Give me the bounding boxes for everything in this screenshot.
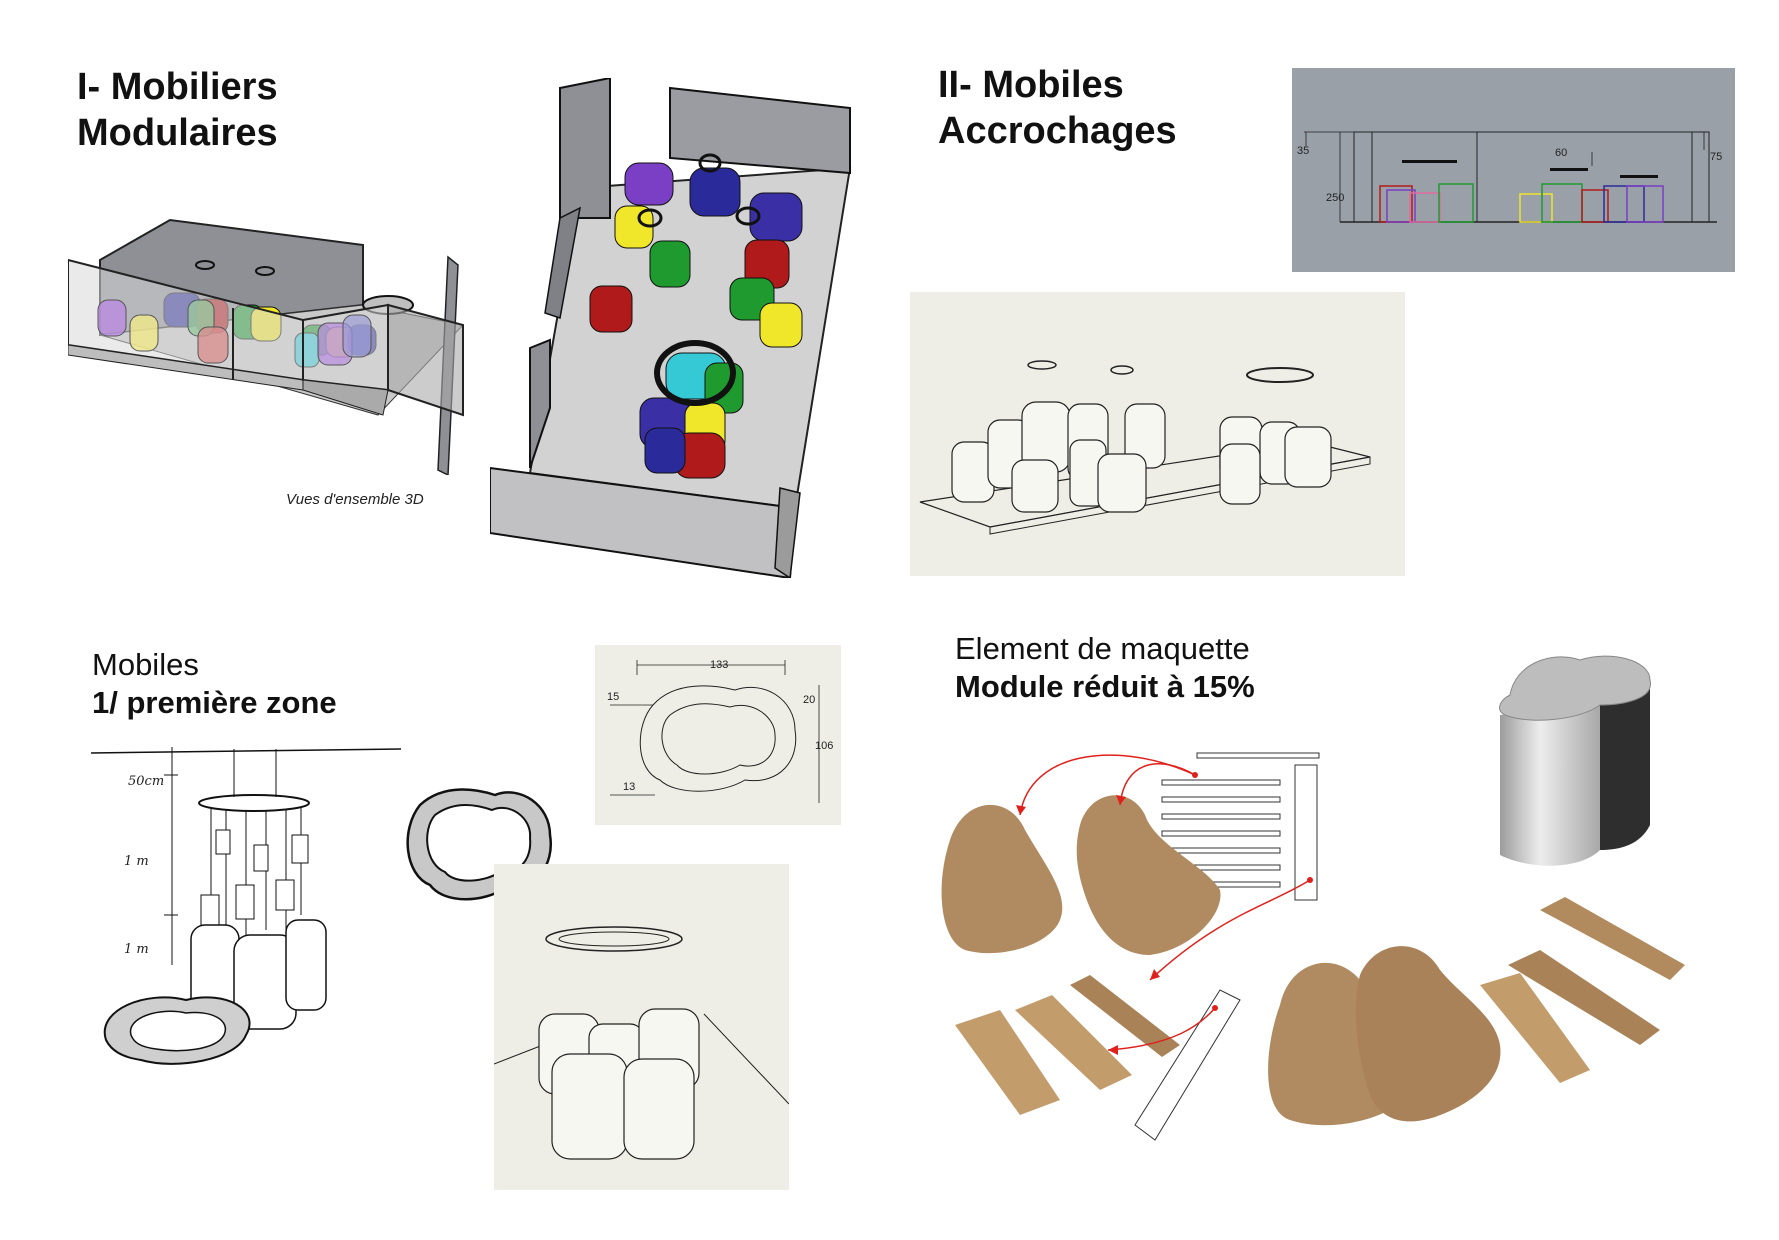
section4-title-line2: Module réduit à 15% xyxy=(955,669,1255,704)
sketch-label-1m-bottom: 1 m xyxy=(124,942,149,957)
plan-dim-133: 133 xyxy=(710,659,728,671)
room-3d-view-right xyxy=(490,78,860,578)
section3-title-line2: 1/ première zone xyxy=(92,685,337,720)
section1-title-line2: Modulaires xyxy=(77,112,278,154)
dim-60: 60 xyxy=(1555,147,1567,159)
mobile-3d-line-render xyxy=(494,864,789,1190)
section4-title: Element de maquette Module réduit à 15% xyxy=(955,630,1255,706)
dim-250: 250 xyxy=(1326,192,1344,204)
dim-35: 35 xyxy=(1297,145,1309,157)
section3-title: Mobiles 1/ première zone xyxy=(92,646,337,722)
cardboard-pieces xyxy=(940,745,1730,1205)
mobiles-line-drawing xyxy=(910,292,1405,576)
section1-title-line1: I- Mobiliers xyxy=(77,66,278,108)
sketch-label-1m-top: 1 m xyxy=(124,854,149,869)
ring-plan-drawing: 133 15 13 106 20 xyxy=(595,645,841,825)
plan-dim-106: 106 xyxy=(815,740,833,752)
sketch-label-50cm: 50cm xyxy=(128,774,164,789)
module-3d-render xyxy=(1490,645,1660,875)
plan-dim-20: 20 xyxy=(803,694,815,706)
section3-title-line1: Mobiles xyxy=(92,647,199,682)
section2-title-line2: Accrochages xyxy=(938,110,1177,152)
elevation-drawing: 35 250 60 75 xyxy=(1292,68,1735,272)
section2-title-line1: II- Mobiles xyxy=(938,64,1124,106)
dim-75: 75 xyxy=(1710,151,1722,163)
section2-title: II- Mobiles Accrochages xyxy=(938,62,1177,154)
plan-dim-15: 15 xyxy=(607,691,619,703)
mobile-hand-sketch: 50cm 1 m 1 m xyxy=(86,735,406,1080)
section4-title-line1: Element de maquette xyxy=(955,631,1250,666)
section1-caption: Vues d'ensemble 3D xyxy=(286,491,424,508)
section1-title: I- Mobiliers Modulaires xyxy=(77,64,278,156)
plan-dim-13: 13 xyxy=(623,781,635,793)
room-3d-view-left xyxy=(68,215,488,475)
